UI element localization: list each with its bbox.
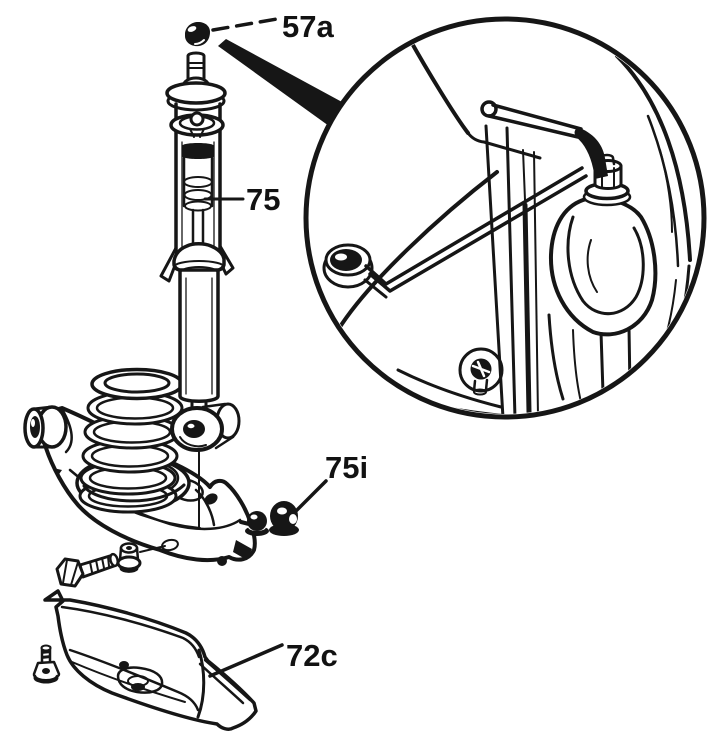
leader-57a: [211, 17, 279, 32]
arm-pivot-bolt: [55, 552, 119, 588]
spring-top-coil: [90, 367, 184, 401]
stone-guard-panel: [43, 589, 258, 731]
body-panel-edge: [407, 36, 542, 160]
label-75: 75: [246, 182, 280, 217]
label-75i: 75i: [325, 450, 368, 485]
arm-pivot-nut: [116, 542, 166, 573]
label-57a: 57a: [282, 9, 334, 44]
shock-boot-inset: [547, 196, 658, 403]
magnifier-wedge: [218, 39, 342, 126]
counterhold-bar: [480, 100, 608, 179]
label-72c: 72c: [286, 638, 338, 673]
piston-rod-nut: [185, 22, 210, 47]
arm-pivot-bushing: [23, 405, 68, 449]
inset-circle: [303, 16, 707, 420]
coil-spring: [78, 367, 186, 514]
seat-front-rim: [82, 483, 186, 503]
shock-absorber: [159, 51, 241, 529]
shock-lower-nuts: [239, 501, 299, 536]
inset-magnified-view: [303, 16, 707, 420]
panel-bolt: [32, 644, 61, 684]
inset-bolt: [458, 347, 504, 396]
leader-72c: [208, 643, 284, 678]
ring-wrench: [322, 166, 588, 299]
leader-75i: [294, 479, 328, 513]
shock-top-nut-inset: [582, 153, 632, 207]
